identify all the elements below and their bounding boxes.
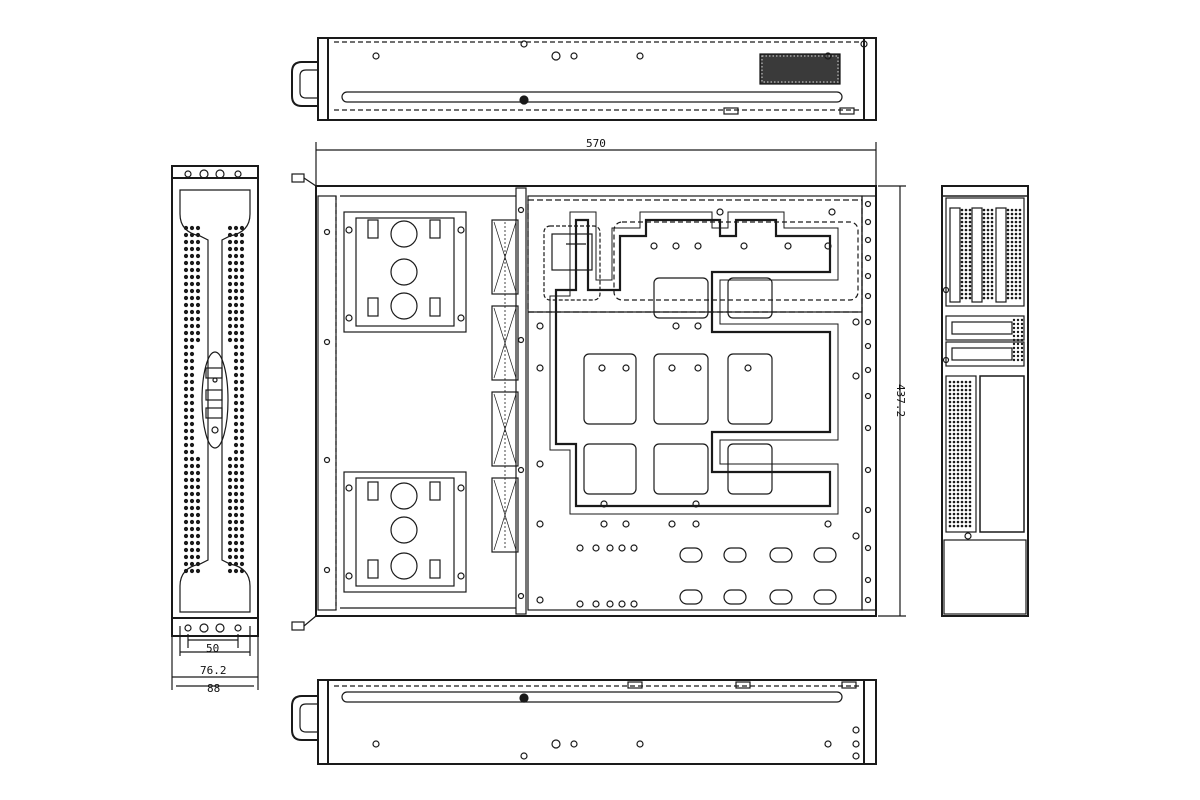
bottom-side-view xyxy=(291,679,877,765)
rear-edge-holes xyxy=(864,200,872,604)
dimension-front-panel-height: 88 xyxy=(207,682,220,695)
motherboard-standoff-holes xyxy=(536,208,860,608)
fan-modules xyxy=(491,219,519,553)
front-panel-vent-pattern xyxy=(183,225,245,574)
top-side-view xyxy=(291,37,877,121)
drive-bracket-upper xyxy=(343,211,467,333)
rear-panel-vent-pattern xyxy=(948,208,1024,528)
dimension-handle-pitch: 76.2 xyxy=(200,664,227,677)
drive-bracket-lower xyxy=(343,471,467,593)
dimension-overall-width: 437.2 xyxy=(894,384,907,417)
motherboard-tray xyxy=(527,195,863,611)
front-panel-view xyxy=(171,165,259,690)
rear-panel-view xyxy=(941,185,1029,617)
dimension-handle-inner: 50 xyxy=(206,642,219,655)
plan-view xyxy=(291,142,906,631)
dimension-overall-depth: 570 xyxy=(586,137,606,150)
